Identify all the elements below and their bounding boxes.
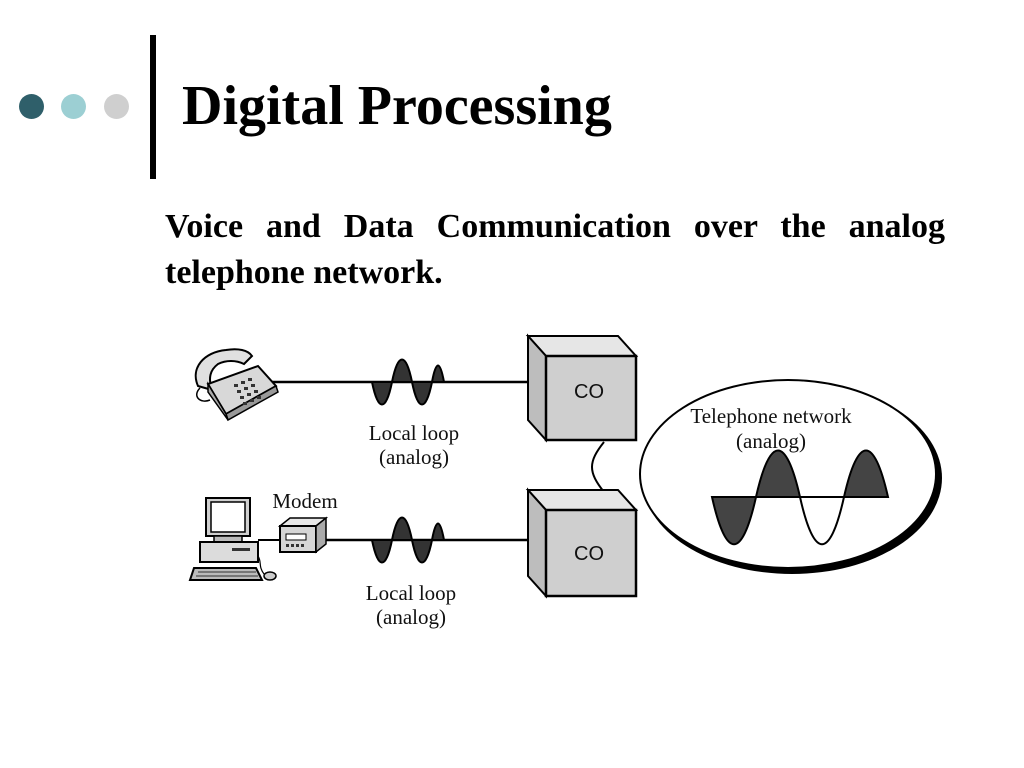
slide-body-text: Voice and Data Communication over the an… xyxy=(165,208,945,291)
computer-icon xyxy=(188,497,277,581)
decor-dot-1 xyxy=(19,94,44,119)
local-loop-wave-bottom xyxy=(370,516,446,564)
loop-top-sublabel: (analog) xyxy=(379,445,449,469)
network-label: Telephone network xyxy=(690,404,852,428)
loop-bottom-label: Local loop xyxy=(366,581,456,605)
loop-bottom-sublabel: (analog) xyxy=(376,605,446,629)
co-link xyxy=(591,441,605,493)
telephone-icon xyxy=(194,348,279,422)
decor-dot-2 xyxy=(61,94,86,119)
decor-dot-3 xyxy=(104,94,129,119)
modem-label: Modem xyxy=(272,489,337,513)
co-box-top xyxy=(525,333,639,443)
local-loop-wave-top xyxy=(370,358,446,406)
modem-icon xyxy=(277,516,329,554)
loop-top-label: Local loop xyxy=(369,421,459,445)
network-analog-wave xyxy=(710,449,890,545)
co-bottom-label: CO xyxy=(574,543,604,565)
co-box-bottom xyxy=(525,487,639,599)
network-sublabel: (analog) xyxy=(736,429,806,453)
co-top-label: CO xyxy=(574,381,604,403)
slide-title: Digital Processing xyxy=(182,75,612,137)
title-divider xyxy=(150,35,156,179)
